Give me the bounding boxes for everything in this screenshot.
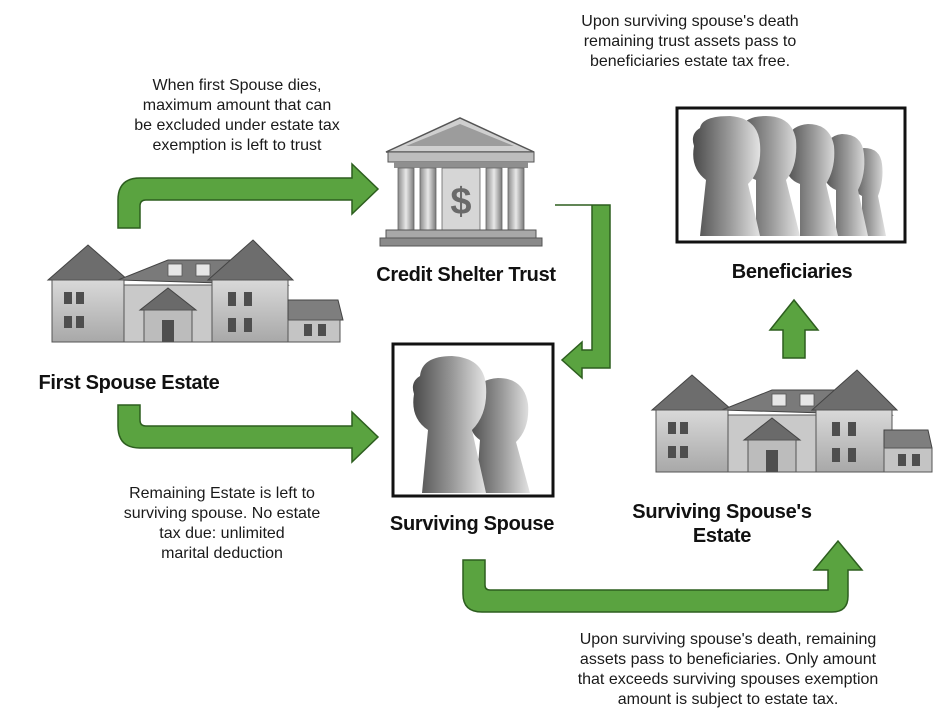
arrow-estate-to-trust [117, 162, 380, 229]
arrow-estate-to-spouse [117, 404, 380, 464]
arrow-estate-to-beneficiaries [768, 298, 820, 359]
couple-silhouette-icon [391, 342, 555, 498]
label-first-spouse-estate: First Spouse Estate [38, 372, 220, 394]
note-first-death-to-trust: When first Spouse dies, maximum amount t… [134, 77, 340, 154]
family-silhouette-icon [675, 106, 907, 244]
label-credit-shelter-trust: Credit Shelter Trust [376, 264, 556, 286]
note-trust-to-beneficiaries: Upon surviving spouse's death remaining … [581, 13, 799, 70]
label-surviving-spouse: Surviving Spouse [389, 513, 555, 535]
bank-icon: $ [379, 117, 543, 247]
house-icon [46, 239, 344, 343]
house-icon [650, 369, 933, 473]
label-surviving-spouse-estate: Surviving Spouse's Estate [632, 501, 812, 547]
arrow-trust-to-spouse [555, 204, 611, 380]
label-beneficiaries: Beneficiaries [731, 261, 853, 283]
arrow-spouse-to-estate [462, 539, 864, 613]
dollar-symbol: $ [450, 181, 471, 223]
note-remaining-to-spouse: Remaining Estate is left to surviving sp… [123, 485, 321, 562]
note-estate-to-beneficiaries: Upon surviving spouse's death, remaining… [577, 631, 879, 708]
